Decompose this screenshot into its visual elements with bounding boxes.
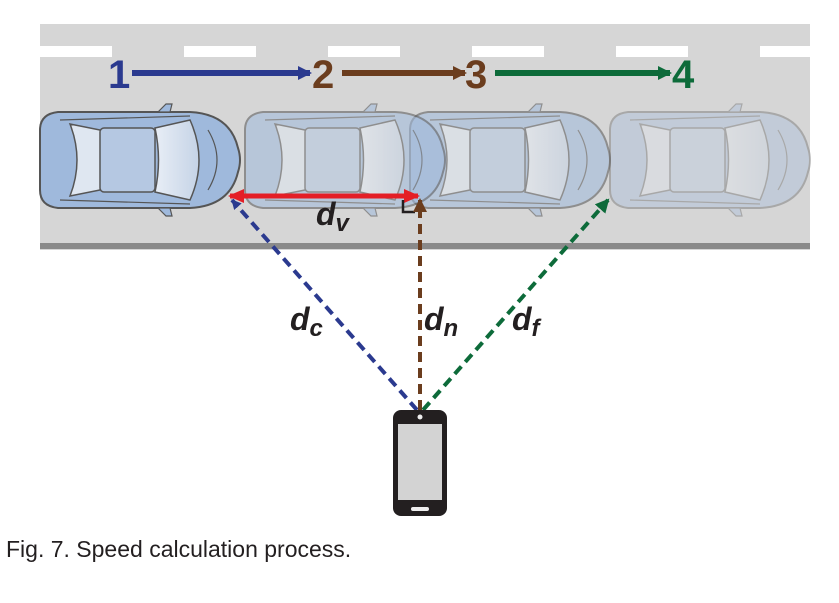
lane-markings xyxy=(40,46,810,57)
position-4-label: 4 xyxy=(672,53,695,97)
dc-line xyxy=(230,198,419,412)
car-position-2 xyxy=(244,103,446,217)
label-dc: dc xyxy=(290,301,323,342)
smartphone xyxy=(393,410,447,516)
label-df: df xyxy=(512,301,542,342)
df-line xyxy=(421,198,610,412)
position-3-label: 3 xyxy=(465,53,487,97)
position-1-label: 1 xyxy=(108,53,130,97)
car-position-1 xyxy=(39,103,241,217)
speed-calculation-diagram: 1 2 3 4 dv dc dn df xyxy=(39,24,811,516)
figure-caption: Fig. 7. Speed calculation process. xyxy=(6,536,352,562)
label-dv: dv xyxy=(316,196,351,237)
road-edge xyxy=(40,243,810,249)
label-dn: dn xyxy=(424,301,458,342)
right-angle-marker xyxy=(401,200,415,214)
position-2-label: 2 xyxy=(312,53,334,97)
car-position-4 xyxy=(609,103,811,217)
